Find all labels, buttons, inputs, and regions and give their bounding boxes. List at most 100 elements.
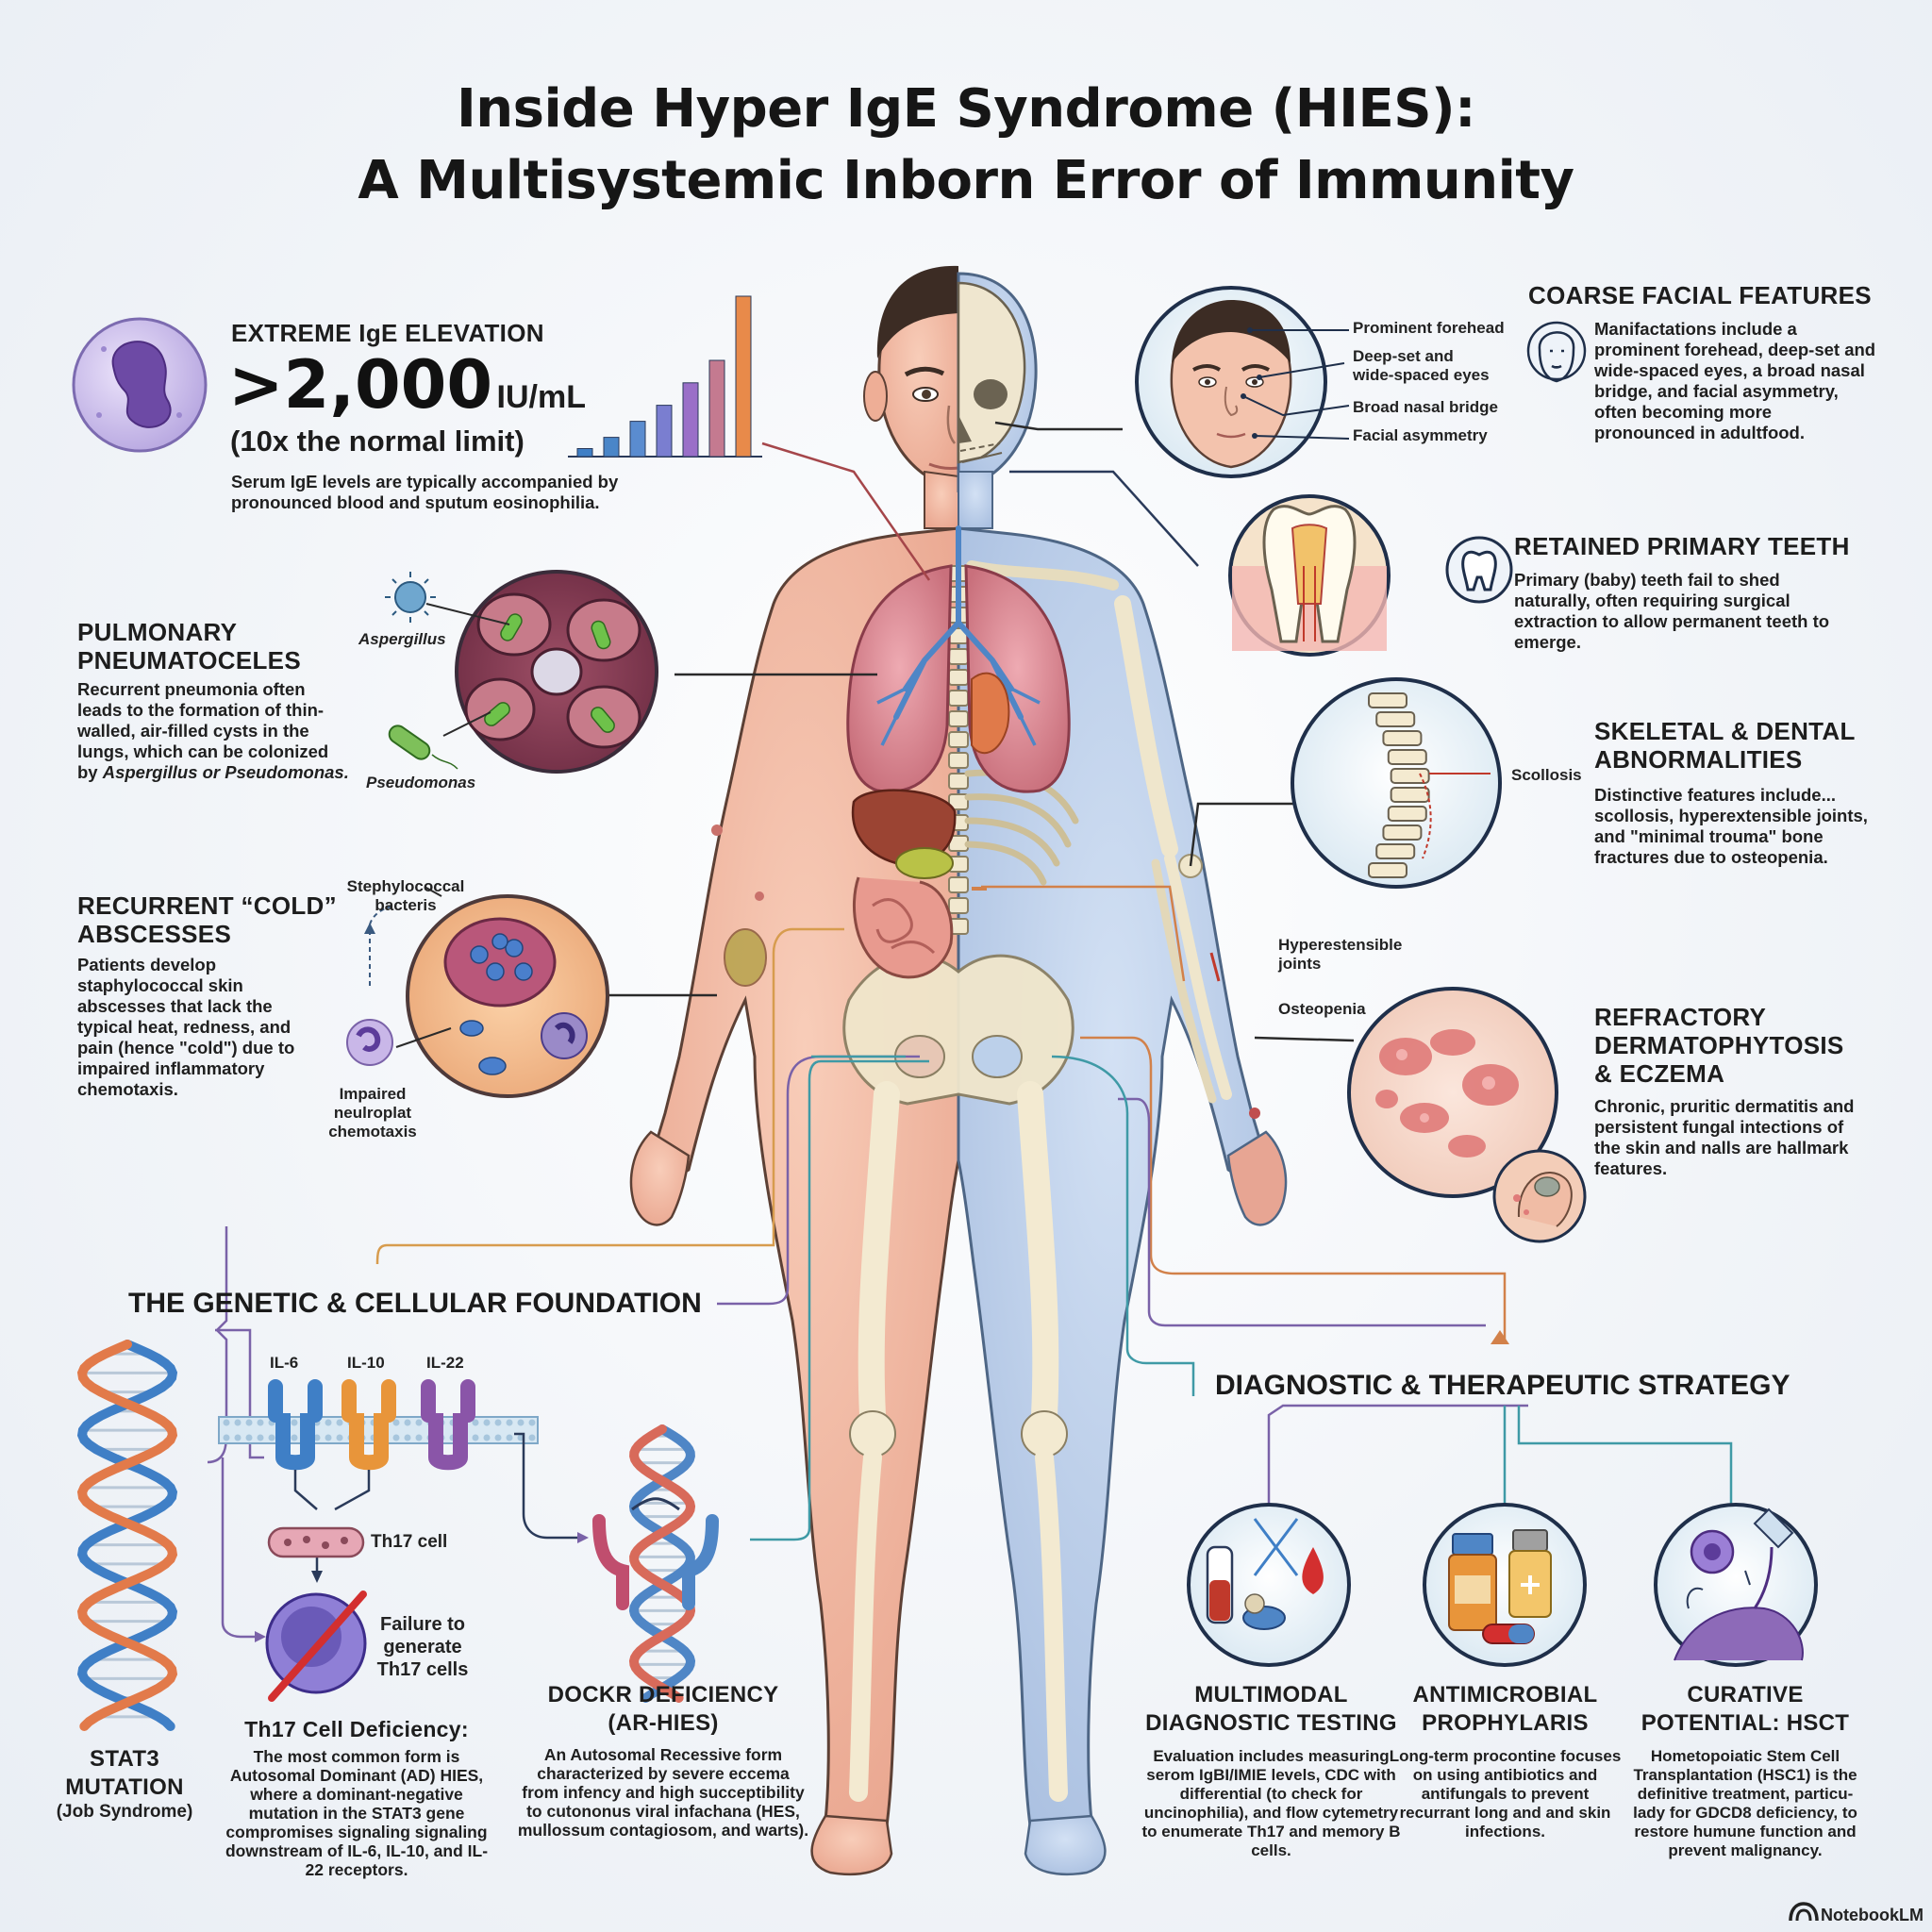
aspergillus-label: Aspergillus <box>358 630 446 648</box>
facial-description: Manifactations include a prominent foreh… <box>1594 319 1876 442</box>
vertebra <box>1368 692 1407 708</box>
dock8-heading: DOCKR DEFICIENCY (AR-HIES) <box>517 1681 809 1738</box>
derm-heading-line-3: & ECZEMA <box>1594 1059 1725 1088</box>
vertebra <box>1390 787 1430 803</box>
notebooklm-logo-icon <box>1789 1902 1819 1922</box>
hsct-text: Hometopoiatic Stem Cell Transplantation … <box>1633 1747 1857 1859</box>
tooth-icon <box>1445 536 1513 604</box>
antimicrobial-text: Long-term procontine focuses on using an… <box>1389 1747 1622 1840</box>
ige-heading: EXTREME IgE ELEVATION <box>231 319 544 347</box>
hsct-title-line-1: CURATIVE <box>1687 1682 1804 1707</box>
pelvis-and-leg-bones <box>842 954 1074 1802</box>
dock8-receptor-icon <box>592 1497 719 1610</box>
hyperextensible-joints-label: Hyperestensible joints <box>1278 936 1402 974</box>
teeth-heading: RETAINED PRIMARY TEETH <box>1514 532 1850 560</box>
dock8-text: An Autosomal Recessive form characterize… <box>517 1745 809 1840</box>
abscess-heading-line-2: ABSCESSES <box>77 920 232 948</box>
vertebra <box>1390 768 1430 784</box>
stat3-line-3: (Job Syndrome) <box>56 1802 193 1822</box>
dock8-block: DOCKR DEFICIENCY (AR-HIES) An Autosomal … <box>517 1681 809 1840</box>
antimicrobial-title: ANTIMICROBIAL PROPHYLARIS <box>1385 1681 1625 1738</box>
strategy-item-diagnostic: MULTIMODAL DIAGNOSTIC TESTING Evaluation… <box>1137 1681 1406 1860</box>
title-line-2: A Multisystemic Inborn Error of Immunity <box>358 150 1574 211</box>
stat3-line-1: STAT3 <box>90 1746 159 1772</box>
neutrophil-icon <box>346 1019 393 1066</box>
thoracic-organs <box>846 525 1071 979</box>
ige-description: Serum IgE levels are typically accompani… <box>231 472 619 512</box>
abscess-magnified-circle <box>364 886 609 1098</box>
facial-label-eyes-line-2: wide-spaced eyes <box>1353 366 1490 384</box>
ige-chart-bar <box>735 295 752 458</box>
diagnostic-title-line-2: DIAGNOSTIC TESTING <box>1145 1710 1397 1736</box>
ige-comparison: (10x the normal limit) <box>230 425 525 458</box>
teeth-description: Primary (baby) teeth fail to shed natura… <box>1514 570 1830 652</box>
dock8-heading-line-2: (AR-HIES) <box>608 1710 719 1736</box>
neutrophil-label-line-2: neulroplat <box>333 1104 412 1122</box>
ige-chart-bar <box>603 437 620 458</box>
ige-chart-bar <box>576 448 593 458</box>
pulmonary-description-text: Recurrent pneumonia often leads to the f… <box>77 679 329 782</box>
strategy-item-hsct: CURATIVE POTENTIAL: HSCT Hometopoiatic S… <box>1632 1681 1858 1860</box>
vertebra <box>1375 843 1416 859</box>
connector-lines <box>375 421 1733 1541</box>
neutrophil-label: Impaired neulroplat chemotaxis <box>311 1085 434 1141</box>
diagnostic-text: Evaluation includes measuring serom IgBI… <box>1141 1747 1401 1859</box>
pulmonary-organisms: Aspergillus or Pseudomonas. <box>102 762 349 782</box>
bacteria-label: Stephylococcal bacteris <box>330 877 481 915</box>
il6-receptor-icon <box>268 1379 323 1471</box>
stat3-dna-helix <box>76 1340 178 1731</box>
facial-label-forehead: Prominent forehead <box>1353 319 1505 337</box>
tooth-magnified-circle <box>1228 494 1391 657</box>
il10-receptor-icon <box>341 1379 396 1471</box>
skeletal-heading-line-2: ABNORMALITIES <box>1594 745 1803 774</box>
body-skeleton-half <box>948 272 1288 1876</box>
ige-bar-chart <box>568 295 762 458</box>
facial-label-eyes-line-1: Deep-set and <box>1353 347 1454 365</box>
failure-line-3: Th17 cells <box>376 1659 469 1680</box>
hsct-transplant-icon <box>1654 1503 1818 1667</box>
ige-chart-bar <box>656 405 673 458</box>
joints-label-line-2: joints <box>1278 955 1322 973</box>
pseudomonas-icon <box>388 711 491 770</box>
pseudomonas-label: Pseudomonas <box>366 774 476 791</box>
abscess-description: Patients develop staphylococcal skin abs… <box>77 955 295 1099</box>
pulmonary-heading-line-1: PULMONARY <box>77 618 238 646</box>
il22-label: IL-22 <box>426 1354 464 1372</box>
ige-chart-bar <box>708 359 725 458</box>
failure-line-2: generate <box>383 1637 462 1657</box>
dock8-heading-line-1: DOCKR DEFICIENCY <box>547 1682 779 1707</box>
title-line-1: Inside Hyper IgE Syndrome (HIES): <box>456 78 1476 140</box>
derm-heading: REFRACTORY DERMATOPHYTOSIS & ECZEMA <box>1594 1003 1844 1088</box>
aspergillus-icon <box>385 572 510 625</box>
genetic-section-heading: THE GENETIC & CELLULAR FOUNDATION <box>128 1288 702 1319</box>
ige-value-row: >2,000 IU/mL <box>228 349 586 421</box>
th17-deficiency-text: The most common form is Autosomal Domina… <box>225 1747 489 1879</box>
il10-label: IL-10 <box>347 1354 385 1372</box>
strategy-arrow-head <box>1491 1330 1509 1344</box>
stat3-connector <box>215 1328 264 1459</box>
skeletal-heading-line-1: SKELETAL & DENTAL <box>1594 717 1856 745</box>
ige-unit: IU/mL <box>496 379 586 415</box>
th17-deficiency-block: Th17 Cell Deficiency: The most common fo… <box>225 1715 489 1879</box>
bacteria-label-line-2: bacteris <box>375 896 437 914</box>
face-magnified-circle <box>1135 286 1350 478</box>
alveoli-magnified-circle <box>455 570 658 774</box>
scoliosis-label: Scollosis <box>1511 766 1582 784</box>
dock8-dna-helix <box>628 1424 696 1703</box>
vertebra <box>1368 862 1407 878</box>
strategy-item-antimicrobial: ANTIMICROBIAL PROPHYLARIS Long-term proc… <box>1385 1681 1625 1841</box>
vertebra <box>1387 806 1427 822</box>
abscess-heading: RECURRENT “COLD” ABSCESSES <box>77 891 337 948</box>
derm-heading-line-2: DERMATOPHYTOSIS <box>1594 1031 1844 1059</box>
stat3-label: STAT3 MUTATION (Job Syndrome) <box>49 1745 200 1823</box>
antimicrobial-title-line-1: ANTIMICROBIAL <box>1412 1682 1598 1707</box>
neutrophil-label-line-1: Impaired <box>339 1085 407 1103</box>
diagnostic-testing-icon <box>1187 1503 1351 1667</box>
neutrophil-label-line-3: chemotaxis <box>328 1123 417 1141</box>
notebooklm-branding: NotebookLM <box>1821 1906 1924 1924</box>
th17-deficiency-heading: Th17 Cell Deficiency: <box>244 1717 469 1741</box>
ige-chart-bar <box>629 421 646 458</box>
vertebra <box>1382 824 1423 841</box>
